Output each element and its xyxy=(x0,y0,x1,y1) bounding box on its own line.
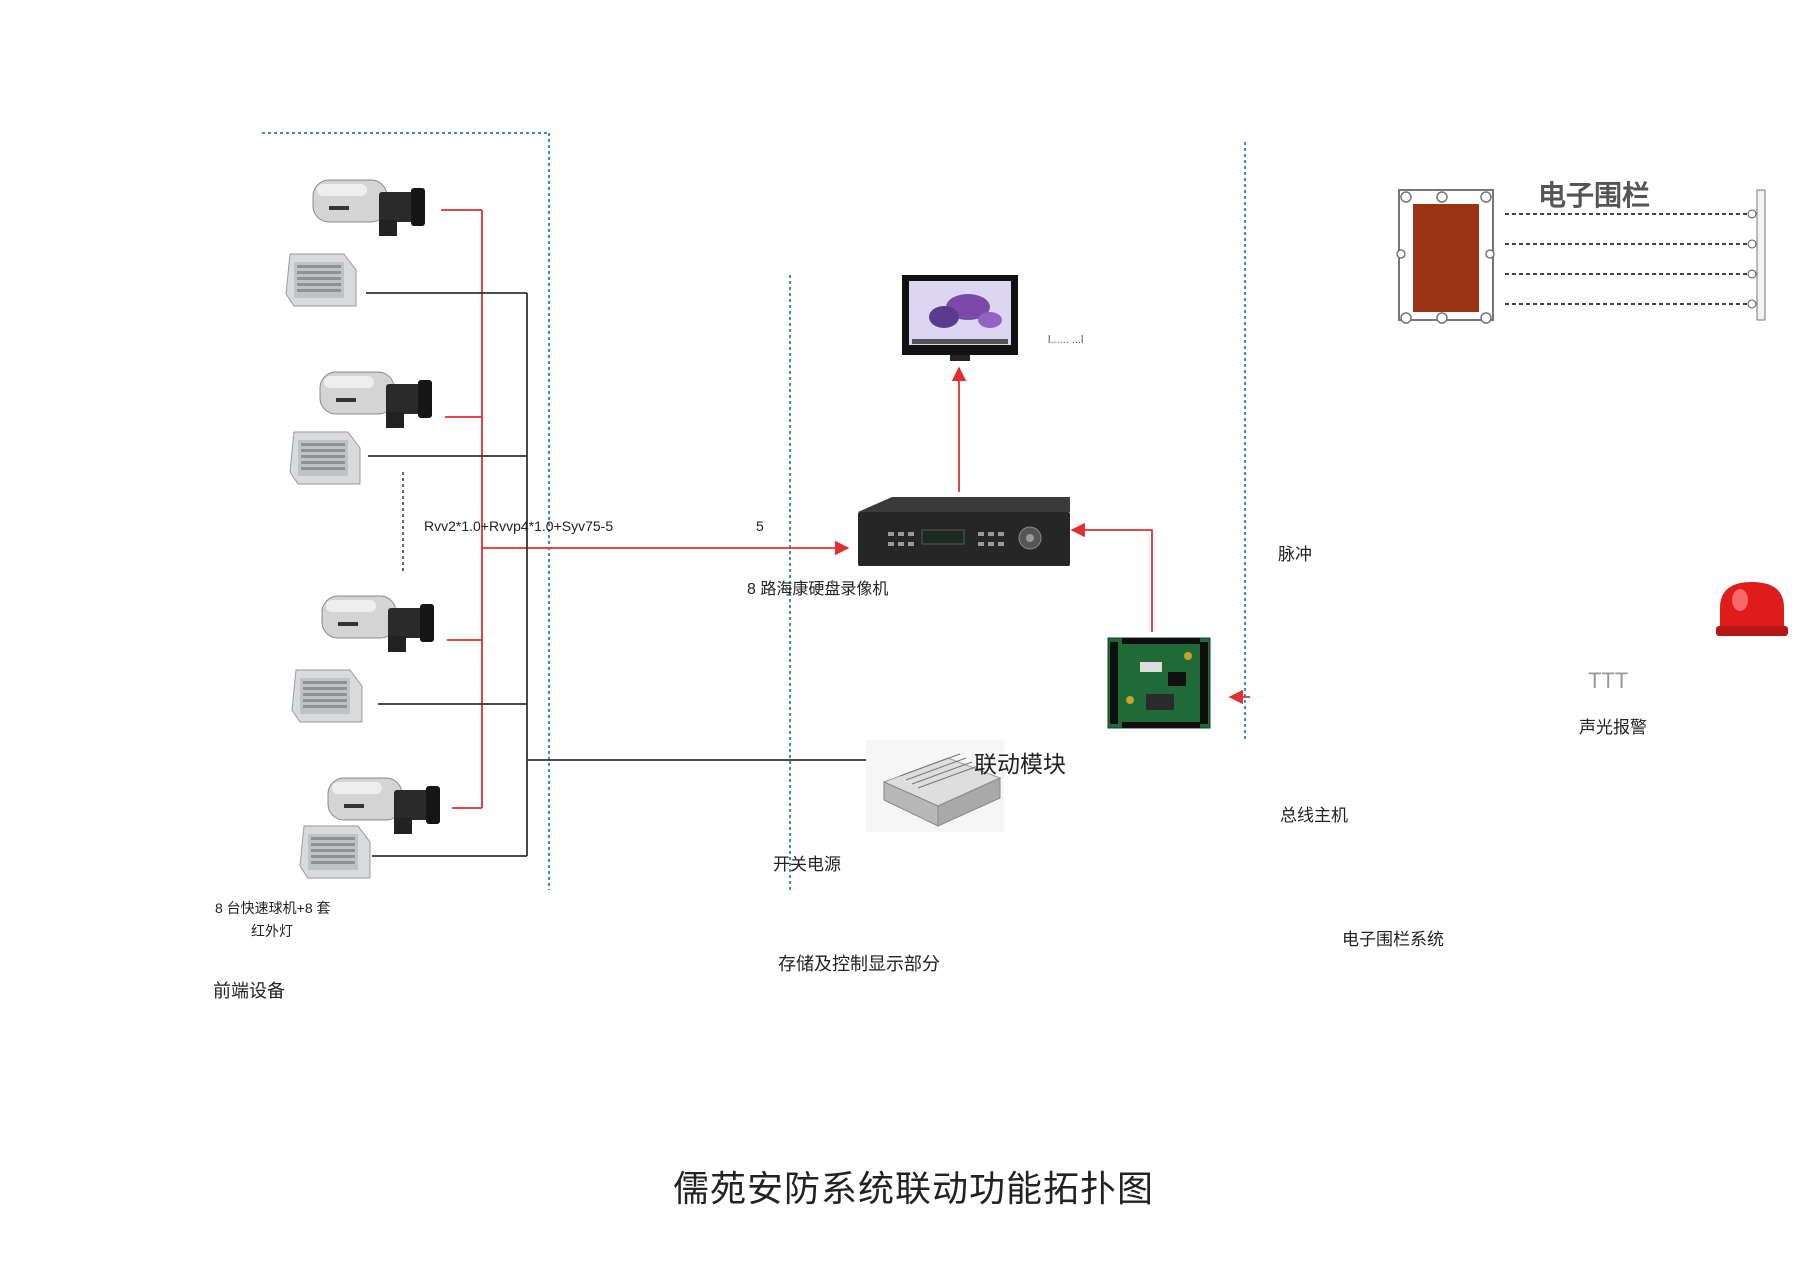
dvr-label: 8 路海康硬盘录像机 xyxy=(747,581,889,598)
signal-lines xyxy=(441,209,1250,809)
ir-lamp-icon xyxy=(299,825,371,879)
camera-icon xyxy=(319,371,433,429)
monitor-icon xyxy=(902,275,1018,361)
pulse-label: 脉冲 xyxy=(1278,545,1312,564)
camera-icon xyxy=(321,595,435,653)
bus-host-label: 总线主机 xyxy=(1280,806,1348,825)
fence-system-label: 电子围栏系统 xyxy=(1342,930,1444,949)
electric-fence-icon xyxy=(1396,189,1766,324)
storage-section-label: 存储及控制显示部分 xyxy=(778,954,940,974)
power-lines xyxy=(366,292,866,857)
power-supply-icon xyxy=(866,740,1004,832)
diagram-title: 儒苑安防系统联动功能拓扑图 xyxy=(673,1168,1155,1209)
module-to-dvr xyxy=(1070,522,1153,632)
ir-lamp-label: 红外灯 xyxy=(251,923,293,939)
strobe-light-icon xyxy=(1716,582,1788,636)
monitor-caption: l...... ...l xyxy=(1048,334,1084,346)
ir-lamp-icon xyxy=(285,253,357,307)
cable-stray-mark: 5 xyxy=(756,518,764,534)
power-supply-label: 开关电源 xyxy=(773,855,841,874)
alarm-label: 声光报警 xyxy=(1579,718,1647,737)
ir-lamp-icon xyxy=(291,669,363,723)
cable-spec-label: Rvv2*1.0+Rvvp4*1.0+Syv75-5 xyxy=(424,518,614,534)
camera-group xyxy=(285,179,441,879)
front-end-section-label: 前端设备 xyxy=(213,981,285,1001)
dvr-icon xyxy=(858,497,1070,566)
alarm-mark: TTT xyxy=(1588,668,1629,693)
fence-title: 电子围栏 xyxy=(1538,180,1651,211)
camera-icon xyxy=(312,179,426,237)
zone-boundaries xyxy=(262,132,1246,890)
ir-lamp-icon xyxy=(289,431,361,485)
circuit-board-icon xyxy=(1107,637,1211,729)
linkage-module-label: 联动模块 xyxy=(974,751,1066,777)
camera-count-label: 8 台快速球机+8 套 xyxy=(215,900,331,916)
